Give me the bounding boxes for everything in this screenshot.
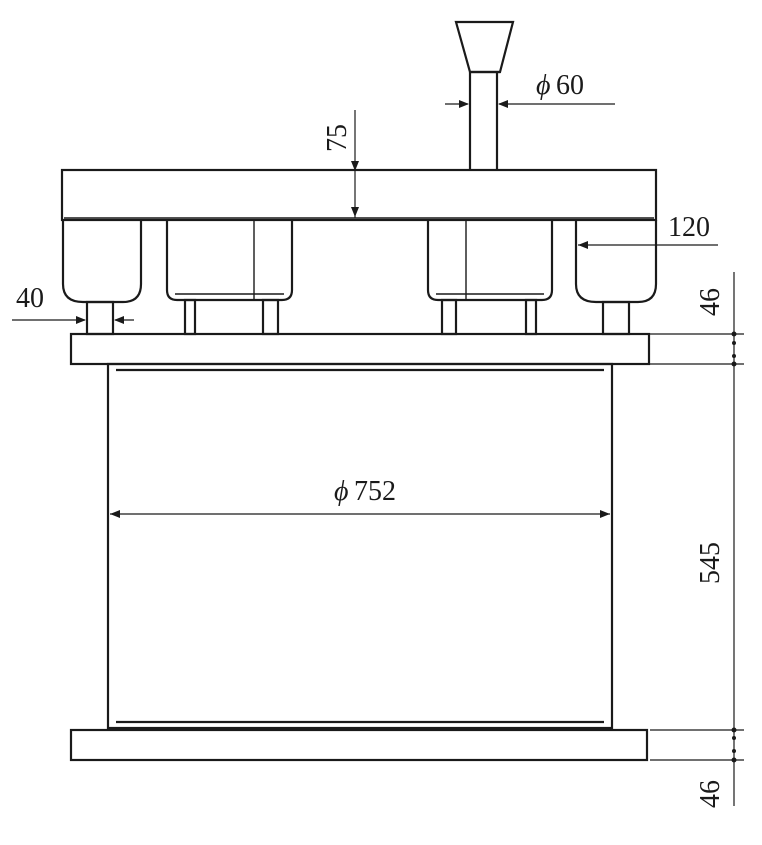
dim-barrel-diameter: ϕ 752 — [110, 476, 610, 518]
top-plate — [60, 168, 658, 222]
barrel — [106, 362, 614, 730]
flange-top-label: 46 — [695, 288, 726, 316]
bottom-flange — [69, 728, 649, 762]
post-width-label: 40 — [16, 283, 44, 314]
handle-funnel — [454, 20, 515, 74]
posts — [85, 298, 631, 336]
dim-block-width: 120 — [578, 212, 718, 249]
flange-bottom-label: 46 — [695, 780, 726, 808]
plate-thickness-label: 75 — [322, 124, 353, 152]
block-outer-right — [574, 220, 658, 304]
top-flange — [69, 332, 651, 366]
block-width-label: 120 — [668, 212, 710, 243]
barrel-diameter-value: 752 — [354, 476, 396, 507]
dim-post-width: 40 — [12, 283, 134, 324]
rod-diameter-symbol: ϕ — [536, 70, 551, 101]
block-inner-left — [165, 220, 294, 302]
block-inner-right — [426, 220, 554, 302]
dim-right-chain: 46 545 46 — [650, 272, 744, 808]
barrel-diameter-symbol: ϕ — [334, 476, 349, 507]
dim-rod-diameter: ϕ 60 — [445, 70, 615, 108]
handle-rod — [468, 72, 499, 170]
barrel-height-label: 545 — [695, 542, 726, 584]
rod-diameter-value: 60 — [556, 70, 584, 101]
dim-plate-thickness: 75 — [322, 110, 359, 218]
block-outer-left — [61, 220, 143, 304]
